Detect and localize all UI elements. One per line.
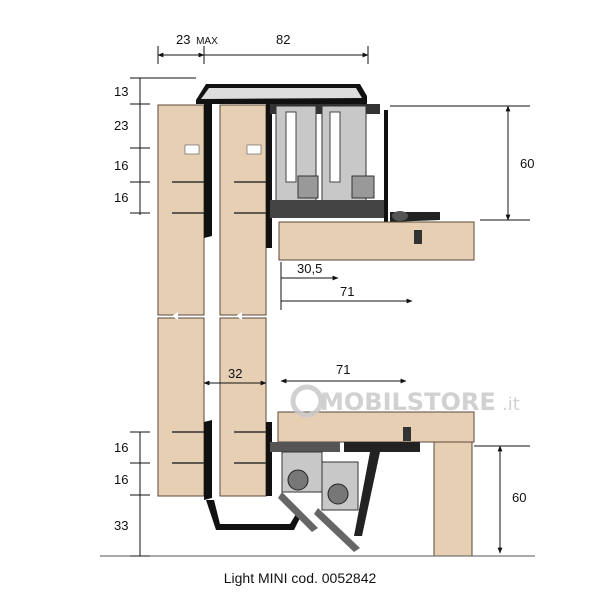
top-rail-assembly — [270, 105, 440, 224]
dim-33: 33 — [114, 518, 128, 533]
dim-16-b: 16 — [114, 190, 128, 205]
outer-door-panel — [157, 104, 205, 497]
dim-16-c: 16 — [114, 440, 128, 455]
dim-32: 32 — [228, 366, 242, 381]
bottom-hardware-profile — [204, 420, 420, 552]
dimension-lines — [130, 46, 530, 557]
watermark: MOBILSTORE .it — [290, 384, 520, 418]
dim-23-max: 23 MAX — [176, 32, 218, 47]
bottom-side-panel — [433, 441, 473, 557]
dim-60-bottom: 60 — [512, 490, 526, 505]
inner-door-panel — [219, 104, 267, 497]
dim-82: 82 — [276, 32, 290, 47]
bottom-shelf-insert — [403, 427, 411, 441]
svg-text:MOBILSTORE: MOBILSTORE — [320, 388, 496, 416]
dim-71-bottom: 71 — [336, 362, 350, 377]
top-shelf — [278, 221, 475, 261]
dim-13: 13 — [114, 84, 128, 99]
top-shelf-insert — [414, 230, 422, 244]
dim-16-a: 16 — [114, 158, 128, 173]
dim-71-top: 71 — [340, 284, 354, 299]
dim-60-top: 60 — [520, 156, 534, 171]
dim-23: 23 — [114, 118, 128, 133]
dim-16-d: 16 — [114, 472, 128, 487]
dim-30-5: 30,5 — [297, 261, 322, 276]
product-caption: Light MINI cod. 0052842 — [223, 570, 377, 586]
svg-text:.it: .it — [502, 394, 520, 415]
door-screws — [172, 181, 266, 464]
